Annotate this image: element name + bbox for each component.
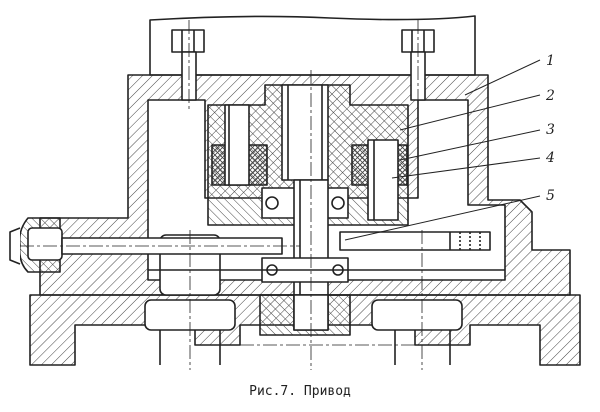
callout-2: 2 xyxy=(545,88,555,104)
central-bore xyxy=(281,84,329,181)
right-rod-part-5 xyxy=(339,231,491,251)
leader-line-2 xyxy=(399,94,541,131)
right-foot-block xyxy=(371,299,463,331)
left-top-nut xyxy=(171,29,205,53)
leader-line-5 xyxy=(344,195,541,241)
leader-line-1 xyxy=(464,59,541,96)
callout-5: 5 xyxy=(546,188,555,204)
figure-caption: Рис.7. Привод xyxy=(249,384,351,399)
top-cover-plate xyxy=(149,15,476,76)
callout-4: 4 xyxy=(545,150,555,166)
right-pin-part-4 xyxy=(367,139,399,221)
callout-1: 1 xyxy=(546,53,555,69)
leader-line-3 xyxy=(399,129,541,161)
callout-3: 3 xyxy=(546,122,555,138)
leader-line-4 xyxy=(391,157,541,179)
